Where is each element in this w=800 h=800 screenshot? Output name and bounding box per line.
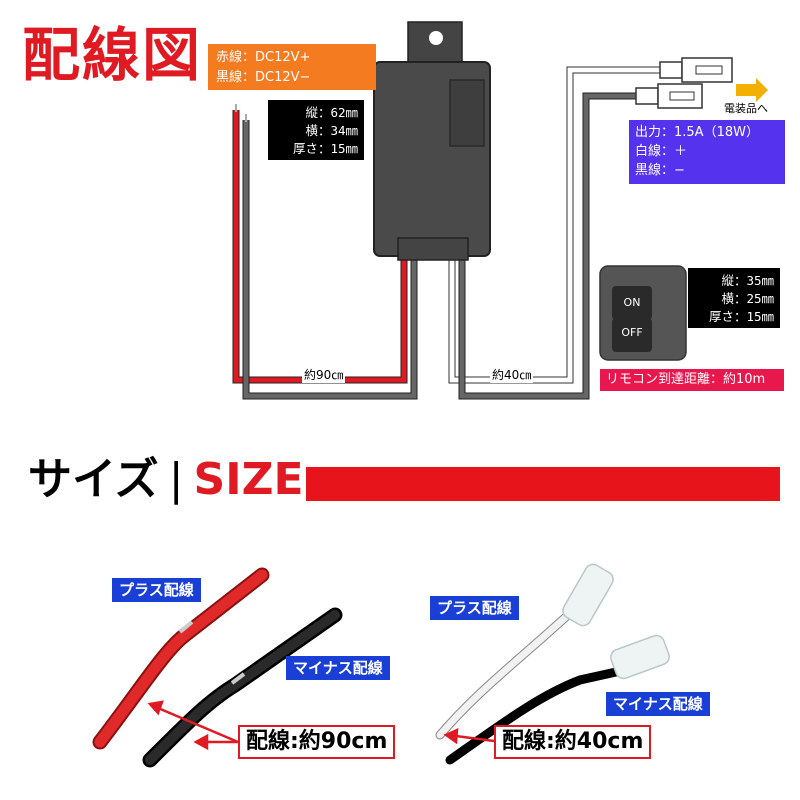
photo-right-arrows [443,727,495,745]
white-wire-label: 白線：＋ [635,144,688,159]
page-title: 配線図 [22,21,203,89]
photo-left-arrows [147,700,239,751]
right-minus-wire-tag: マイナス配線 [606,692,710,716]
connector-black [635,83,703,109]
output-wire-length: 約40㎝ [490,366,534,383]
left-minus-wire-tag: マイナス配線 [286,656,390,680]
remote-width: 横：25㎜ [721,291,774,306]
remote-range-label: リモコン到達距離：約10m [600,369,784,391]
remote-height: 縦：35㎜ [721,273,774,288]
size-heading: サイズ|SIZE [28,458,304,502]
to-device-label: 電装品へ [724,102,768,115]
input-wire-length: 約90㎝ [302,366,346,383]
remote-off-label: OFF [621,326,643,339]
main-unit [373,21,491,261]
red-wire-label: 赤線：DC12V+ [216,50,311,65]
remote-on-label: ON [623,296,641,309]
right-wire-length-tag: 配線:約40cm [494,725,652,759]
size-heading-jp: サイズ [28,454,159,505]
main-unit-dimensions: 縦：62㎜ 横：34㎜ 厚さ：15㎜ [268,100,364,160]
output-wires [448,66,660,400]
photo-right-wires [435,563,670,765]
main-unit-width: 横：34㎜ [305,123,358,138]
input-wire-legend: 赤線：DC12V+ 黒線：DC12V− [208,44,376,90]
main-unit-thickness: 厚さ：15㎜ [292,141,358,156]
size-heading-en: SIZE [193,454,304,505]
connector-white [659,57,733,83]
remote-control [599,265,687,361]
main-unit-height: 縦：62㎜ [305,105,358,120]
black-wire-output-label: 黒線：− [635,163,685,178]
remote-thickness: 厚さ：15㎜ [708,309,774,324]
right-plus-wire-tag: プラス配線 [430,596,519,620]
left-wire-length-tag: 配線:約90cm [238,725,396,759]
output-current: 出力：1.5A（18W） [635,125,759,140]
size-heading-bar [306,467,780,501]
left-plus-wire-tag: プラス配線 [112,578,201,602]
remote-dimensions: 縦：35㎜ 横：25㎜ 厚さ：15㎜ [688,268,780,328]
black-wire-label: 黒線：DC12V− [216,70,311,85]
arrow-right-icon [736,78,768,102]
photo-left-wires [92,567,343,768]
output-spec-box: 出力：1.5A（18W） 白線：＋ 黒線：− [629,120,785,184]
size-heading-separator: | [168,454,184,505]
